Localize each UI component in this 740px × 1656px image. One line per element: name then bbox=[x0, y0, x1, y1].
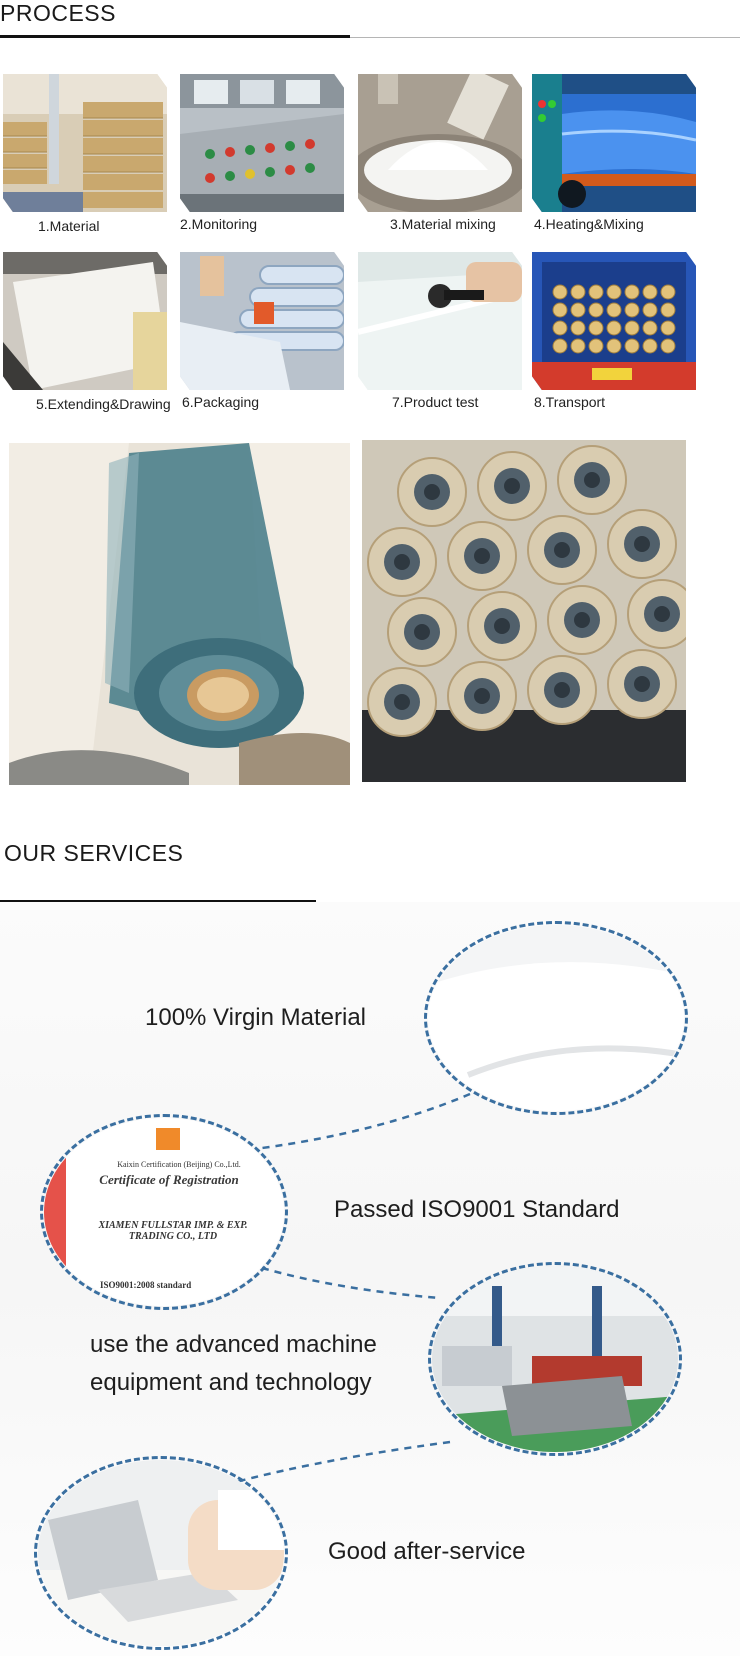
iso-certificate-photo: Kaixin Certification (Beijing) Co.,Ltd. … bbox=[44, 1118, 284, 1306]
service-virgin-material-text: 100% Virgin Material bbox=[145, 1004, 367, 1031]
services-title-underline bbox=[0, 900, 316, 903]
step-material-photo bbox=[3, 74, 167, 212]
step-material-mixing-label: 3.Material mixing bbox=[390, 216, 496, 232]
service-machine-line2: equipment and technology bbox=[90, 1369, 372, 1396]
process-title-rule bbox=[0, 37, 740, 38]
certificate-standard: ISO9001:2008 standard bbox=[100, 1280, 192, 1290]
service-machine-text: use the advanced machine equipment and t… bbox=[90, 1326, 377, 1402]
step-material-label: 1.Material bbox=[38, 218, 100, 234]
certificate-red-band bbox=[44, 1148, 66, 1278]
process-title-underline bbox=[0, 35, 350, 38]
step-heating-mixing-photo bbox=[532, 74, 696, 212]
step-material-mixing-photo bbox=[358, 74, 522, 212]
step-extending-drawing-label: 5.Extending&Drawing bbox=[36, 396, 171, 412]
step-transport-label: 8.Transport bbox=[534, 394, 606, 410]
after-service-photo bbox=[38, 1460, 284, 1646]
step-transport-photo bbox=[532, 252, 696, 390]
certificate-company: XIAMEN FULLSTAR IMP. & EXP. TRADING CO.,… bbox=[98, 1220, 248, 1242]
step-monitoring-photo bbox=[180, 74, 344, 212]
step-packaging-label: 6.Packaging bbox=[182, 394, 260, 410]
virgin-material-photo bbox=[428, 925, 684, 1111]
services-title: OUR SERVICES bbox=[4, 840, 184, 866]
step-packaging-photo bbox=[180, 252, 344, 390]
service-after-service-text: Good after-service bbox=[328, 1538, 526, 1565]
step-heating-mixing-label: 4.Heating&Mixing bbox=[534, 216, 644, 232]
step-extending-drawing-photo bbox=[3, 252, 167, 390]
wrapped-rolls-photo bbox=[362, 440, 686, 782]
certificate-heading: Certificate of Registration bbox=[99, 1172, 239, 1187]
pvc-film-roll-photo bbox=[9, 443, 350, 785]
service-iso-text: Passed ISO9001 Standard bbox=[334, 1196, 620, 1223]
step-monitoring-label: 2.Monitoring bbox=[180, 216, 258, 232]
step-product-test-label: 7.Product test bbox=[392, 394, 479, 410]
service-machine-line1: use the advanced machine bbox=[90, 1331, 377, 1358]
certificate-issuer: Kaixin Certification (Beijing) Co.,Ltd. bbox=[117, 1160, 241, 1169]
certificate-logo bbox=[156, 1128, 180, 1150]
factory-machine-photo bbox=[432, 1266, 678, 1452]
step-product-test-photo bbox=[358, 252, 522, 390]
process-title: PROCESS bbox=[0, 0, 116, 26]
